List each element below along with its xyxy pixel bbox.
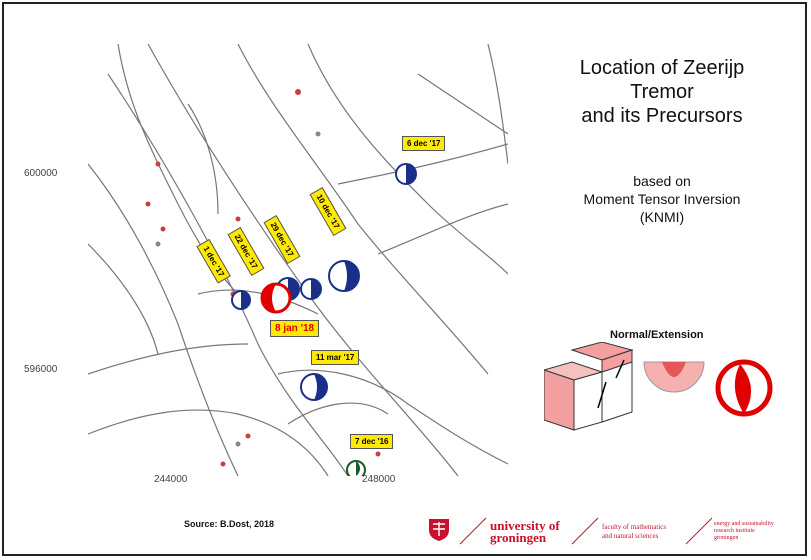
- focal-hemisphere-icon: [643, 361, 705, 393]
- beachball-1dec17: [231, 290, 251, 310]
- normal-fault-diagram: [544, 342, 773, 431]
- fault-lines: [88, 44, 508, 476]
- esri-line: groningen: [714, 535, 739, 541]
- subtitle-line: Moment Tensor Inversion: [583, 191, 741, 207]
- esri-text: energy and sustainability research insti…: [714, 521, 774, 542]
- faculty-text: faculty of mathematics and natural scien…: [602, 523, 666, 541]
- beachball-7dec16: [346, 460, 366, 476]
- title-line: and its Precursors: [581, 105, 743, 127]
- x-tick-label: 248000: [362, 474, 396, 485]
- uni-line: groningen: [490, 530, 547, 545]
- slide-subtitle: based on Moment Tensor Inversion (KNMI): [552, 172, 772, 226]
- title-line: Location of Zeerijp: [579, 57, 745, 79]
- subtitle-line: based on: [633, 173, 691, 189]
- divider-slash-icon: [685, 517, 713, 545]
- fault-block-icon: [544, 342, 634, 431]
- university-crest-icon: [429, 519, 449, 541]
- normal-extension-label: Normal/Extension: [610, 329, 704, 341]
- y-tick-label: 600000: [24, 168, 58, 179]
- divider-slash-icon: [571, 517, 599, 545]
- seismic-points-grey: [155, 131, 321, 447]
- university-logo-text: university of groningen: [490, 518, 560, 545]
- event-label-7dec16: 7 dec '16: [350, 434, 394, 449]
- event-label-8jan18: 8 jan '18: [270, 320, 320, 337]
- beachball-29dec17: [300, 278, 322, 300]
- event-label-11mar17: 11 mar '17: [311, 350, 360, 365]
- y-tick-label: 596000: [24, 364, 58, 375]
- slide-title: Location of Zeerijp Tremor and its Precu…: [552, 56, 772, 128]
- esri-line: energy and sustainability: [714, 521, 774, 527]
- beachball-11mar17: [300, 373, 328, 401]
- beachball-8jan18: [260, 282, 292, 314]
- beachball-6dec17: [395, 163, 417, 185]
- subtitle-line: (KNMI): [639, 209, 685, 225]
- uni-line: university of: [490, 518, 560, 533]
- faculty-line: and natural sciences: [602, 532, 659, 540]
- beachball-diagram-icon: [715, 359, 773, 417]
- beachball-10dec17: [328, 260, 360, 292]
- source-credit: Source: B.Dost, 2018: [184, 519, 275, 529]
- event-label-6dec17: 6 dec '17: [402, 136, 446, 151]
- x-tick-label: 244000: [154, 474, 188, 485]
- fault-map: [88, 44, 508, 476]
- faculty-line: faculty of mathematics: [602, 523, 667, 531]
- map-background: [88, 44, 508, 476]
- esri-line: research institute: [714, 528, 755, 534]
- title-line: Tremor: [630, 81, 694, 103]
- divider-slash-icon: [459, 517, 487, 545]
